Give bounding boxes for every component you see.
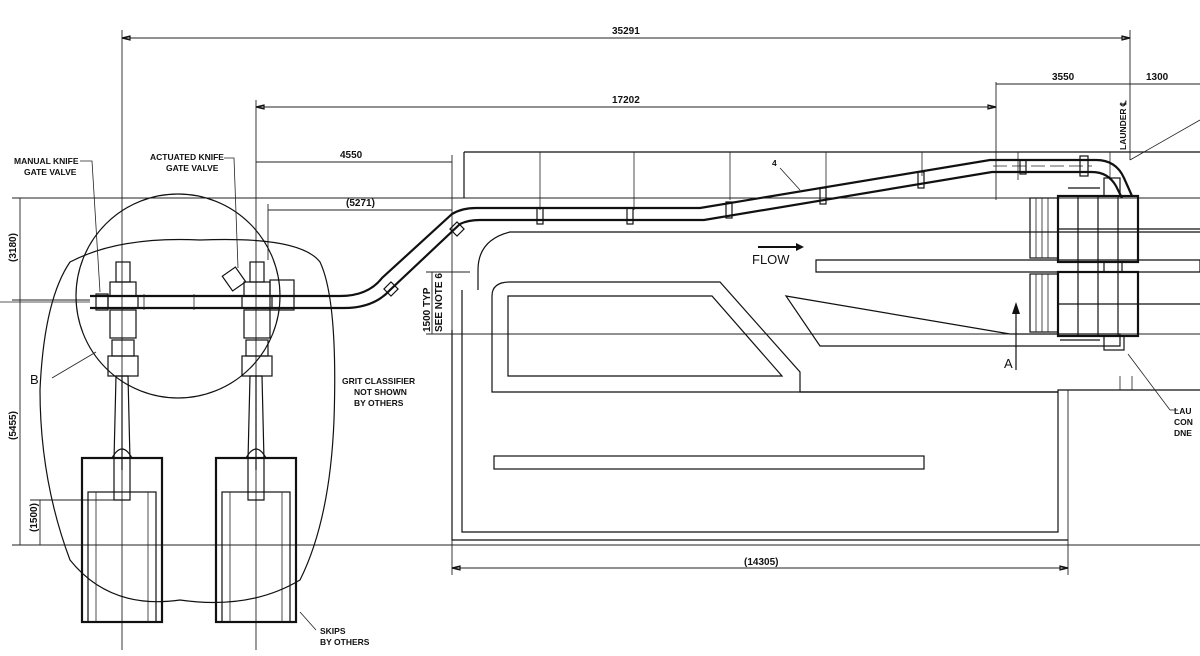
label-skips: SKIPS BY OTHERS bbox=[299, 611, 370, 647]
dim-left-lower-text: (5455) bbox=[8, 411, 19, 440]
dim-bottom-text: (14305) bbox=[744, 557, 778, 568]
label-launder: LAUNDER ℄ bbox=[1118, 100, 1128, 150]
dim-inner-offset-text: (5271) bbox=[346, 198, 375, 209]
label-flow: FLOW bbox=[752, 252, 790, 267]
launder-centerline: LAUNDER ℄ bbox=[1118, 100, 1128, 150]
label-grit-line3: BY OTHERS bbox=[354, 398, 404, 408]
label-grit-line2: NOT SHOWN bbox=[354, 387, 407, 397]
label-manual-valve-line1: MANUAL KNIFE bbox=[14, 156, 79, 166]
label-manual-valve-line2: GATE VALVE bbox=[24, 167, 77, 177]
label-grit-line1: GRIT CLASSIFIER bbox=[342, 376, 415, 386]
actuated-knife-gate-valve bbox=[221, 261, 273, 501]
label-grit-classifier: GRIT CLASSIFIER NOT SHOWN BY OTHERS bbox=[342, 376, 415, 408]
dim-right-b-text: 1300 bbox=[1146, 72, 1169, 83]
dim-right-a-text: 3550 bbox=[1052, 72, 1075, 83]
label-right-note-line2: CON bbox=[1174, 417, 1193, 427]
dim-rise-note: SEE NOTE 6 bbox=[434, 273, 445, 332]
dim-valve-spacing-text: 4550 bbox=[340, 150, 363, 161]
label-actuated-valve-line2: GATE VALVE bbox=[166, 163, 219, 173]
dim-left-small-text: (1500) bbox=[29, 503, 40, 532]
label-manual-valve: MANUAL KNIFE GATE VALVE bbox=[14, 156, 101, 293]
label-skips-line2: BY OTHERS bbox=[320, 637, 370, 647]
section-a-marker: A bbox=[1004, 302, 1020, 371]
skip-right bbox=[214, 448, 298, 624]
manual-knife-gate-valve bbox=[95, 261, 139, 501]
flow-indicator: FLOW bbox=[752, 243, 804, 267]
dim-overall-text: 35291 bbox=[612, 26, 640, 37]
grit-discharge-pipe bbox=[90, 155, 1134, 311]
dimension-to-classifier: 17202 bbox=[255, 82, 997, 650]
dimension-inner-offset: (5271) bbox=[267, 198, 452, 260]
label-actuated-valve: ACTUATED KNIFE GATE VALVE bbox=[150, 152, 239, 269]
railing-posts bbox=[539, 152, 1111, 210]
label-actuated-valve-line1: ACTUATED KNIFE bbox=[150, 152, 224, 162]
label-right-note: LAU CON DNE bbox=[1174, 406, 1193, 438]
dimension-right-b: 1300 bbox=[1130, 72, 1200, 85]
grit-tank-outline bbox=[451, 151, 1200, 541]
detail-b-circle bbox=[39, 193, 336, 604]
label-right-note-line3: DNE bbox=[1174, 428, 1192, 438]
dimension-valve-spacing: 4550 bbox=[256, 150, 453, 330]
dimension-rise: 1500 TYP SEE NOTE 6 bbox=[422, 271, 1200, 335]
label-detail-b: B bbox=[30, 372, 39, 387]
dim-to-classifier-text: 17202 bbox=[612, 95, 640, 106]
skip-left bbox=[80, 448, 164, 624]
label-skips-line1: SKIPS bbox=[320, 626, 346, 636]
dimension-bottom: (14305) bbox=[451, 390, 1069, 575]
label-section-a: A bbox=[1004, 356, 1013, 371]
dimension-overall: 35291 bbox=[121, 26, 1131, 650]
item-balloon-4: 4 bbox=[772, 158, 801, 191]
label-item-4: 4 bbox=[772, 158, 777, 168]
dim-left-upper-text: (3180) bbox=[8, 233, 19, 262]
dimension-right-a: 3550 bbox=[996, 72, 1130, 85]
dim-rise-text: 1500 TYP bbox=[422, 287, 433, 332]
classifier-screens bbox=[1029, 119, 1200, 411]
label-right-note-line1: LAU bbox=[1174, 406, 1191, 416]
dimension-left: (3180) (5455) (1500) bbox=[8, 197, 1200, 546]
